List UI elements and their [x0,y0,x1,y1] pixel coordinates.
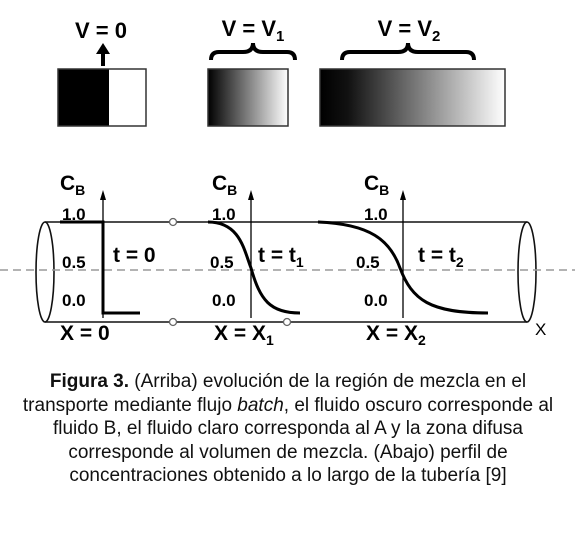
x-axis-label: X [535,320,546,339]
profile-t2: CB 1.0 0.5 0.0 t = t2 X = X2 [317,172,489,348]
up-arrow-icon [96,43,110,66]
caption-lead: Figura 3. [49,371,130,392]
tick-2-00: 0.0 [212,291,236,310]
x-label-2: X = X2 [366,322,426,348]
figure-diagram: V = 0 V = V1 V = V2 CB 1.0 0.5 0.0 [0,16,575,348]
figure-caption: Figura 3. (Arriba) evolución de la regió… [18,370,558,488]
label-v1: V = V1 [222,16,285,45]
tick-1-05: 0.5 [62,253,86,272]
tick-1-0: 1.0 [62,205,86,224]
label-v2: V = V2 [378,16,441,45]
block-v2 [319,68,506,127]
cb-label-3: CB [364,172,389,198]
block-v0 [57,68,147,127]
tick-3-00: 0.0 [364,291,388,310]
tick-3-10: 1.0 [364,205,388,224]
tick-2-05: 0.5 [210,253,234,272]
tick-1-00: 0.0 [62,291,86,310]
profile-t0: CB 1.0 0.5 0.0 t = 0 X = 0 [60,172,156,345]
cb-label-2: CB [212,172,237,198]
profile-t1: CB 1.0 0.5 0.0 t = t1 X = X1 [207,172,304,348]
tick-3-05: 0.5 [356,253,380,272]
pipe [0,217,575,327]
block-v1 [207,68,289,127]
cb-label-1: CB [60,172,85,198]
brace-v2 [340,42,476,61]
brace-v1 [209,42,297,61]
caption-italic: batch [237,394,284,416]
caption-text-2: , el fluido oscuro corresponde al fluido… [52,394,554,487]
time-label-2: t = t2 [418,244,464,270]
time-label-0: t = 0 [113,244,156,267]
x-label-0: X = 0 [60,322,110,345]
caption-text-1: (Arriba) evolución de la región de mezcl… [22,371,527,416]
label-v0: V = 0 [75,18,127,43]
tick-2-10: 1.0 [212,205,236,224]
time-label-1: t = t1 [258,244,304,270]
x-label-1: X = X1 [214,322,274,348]
